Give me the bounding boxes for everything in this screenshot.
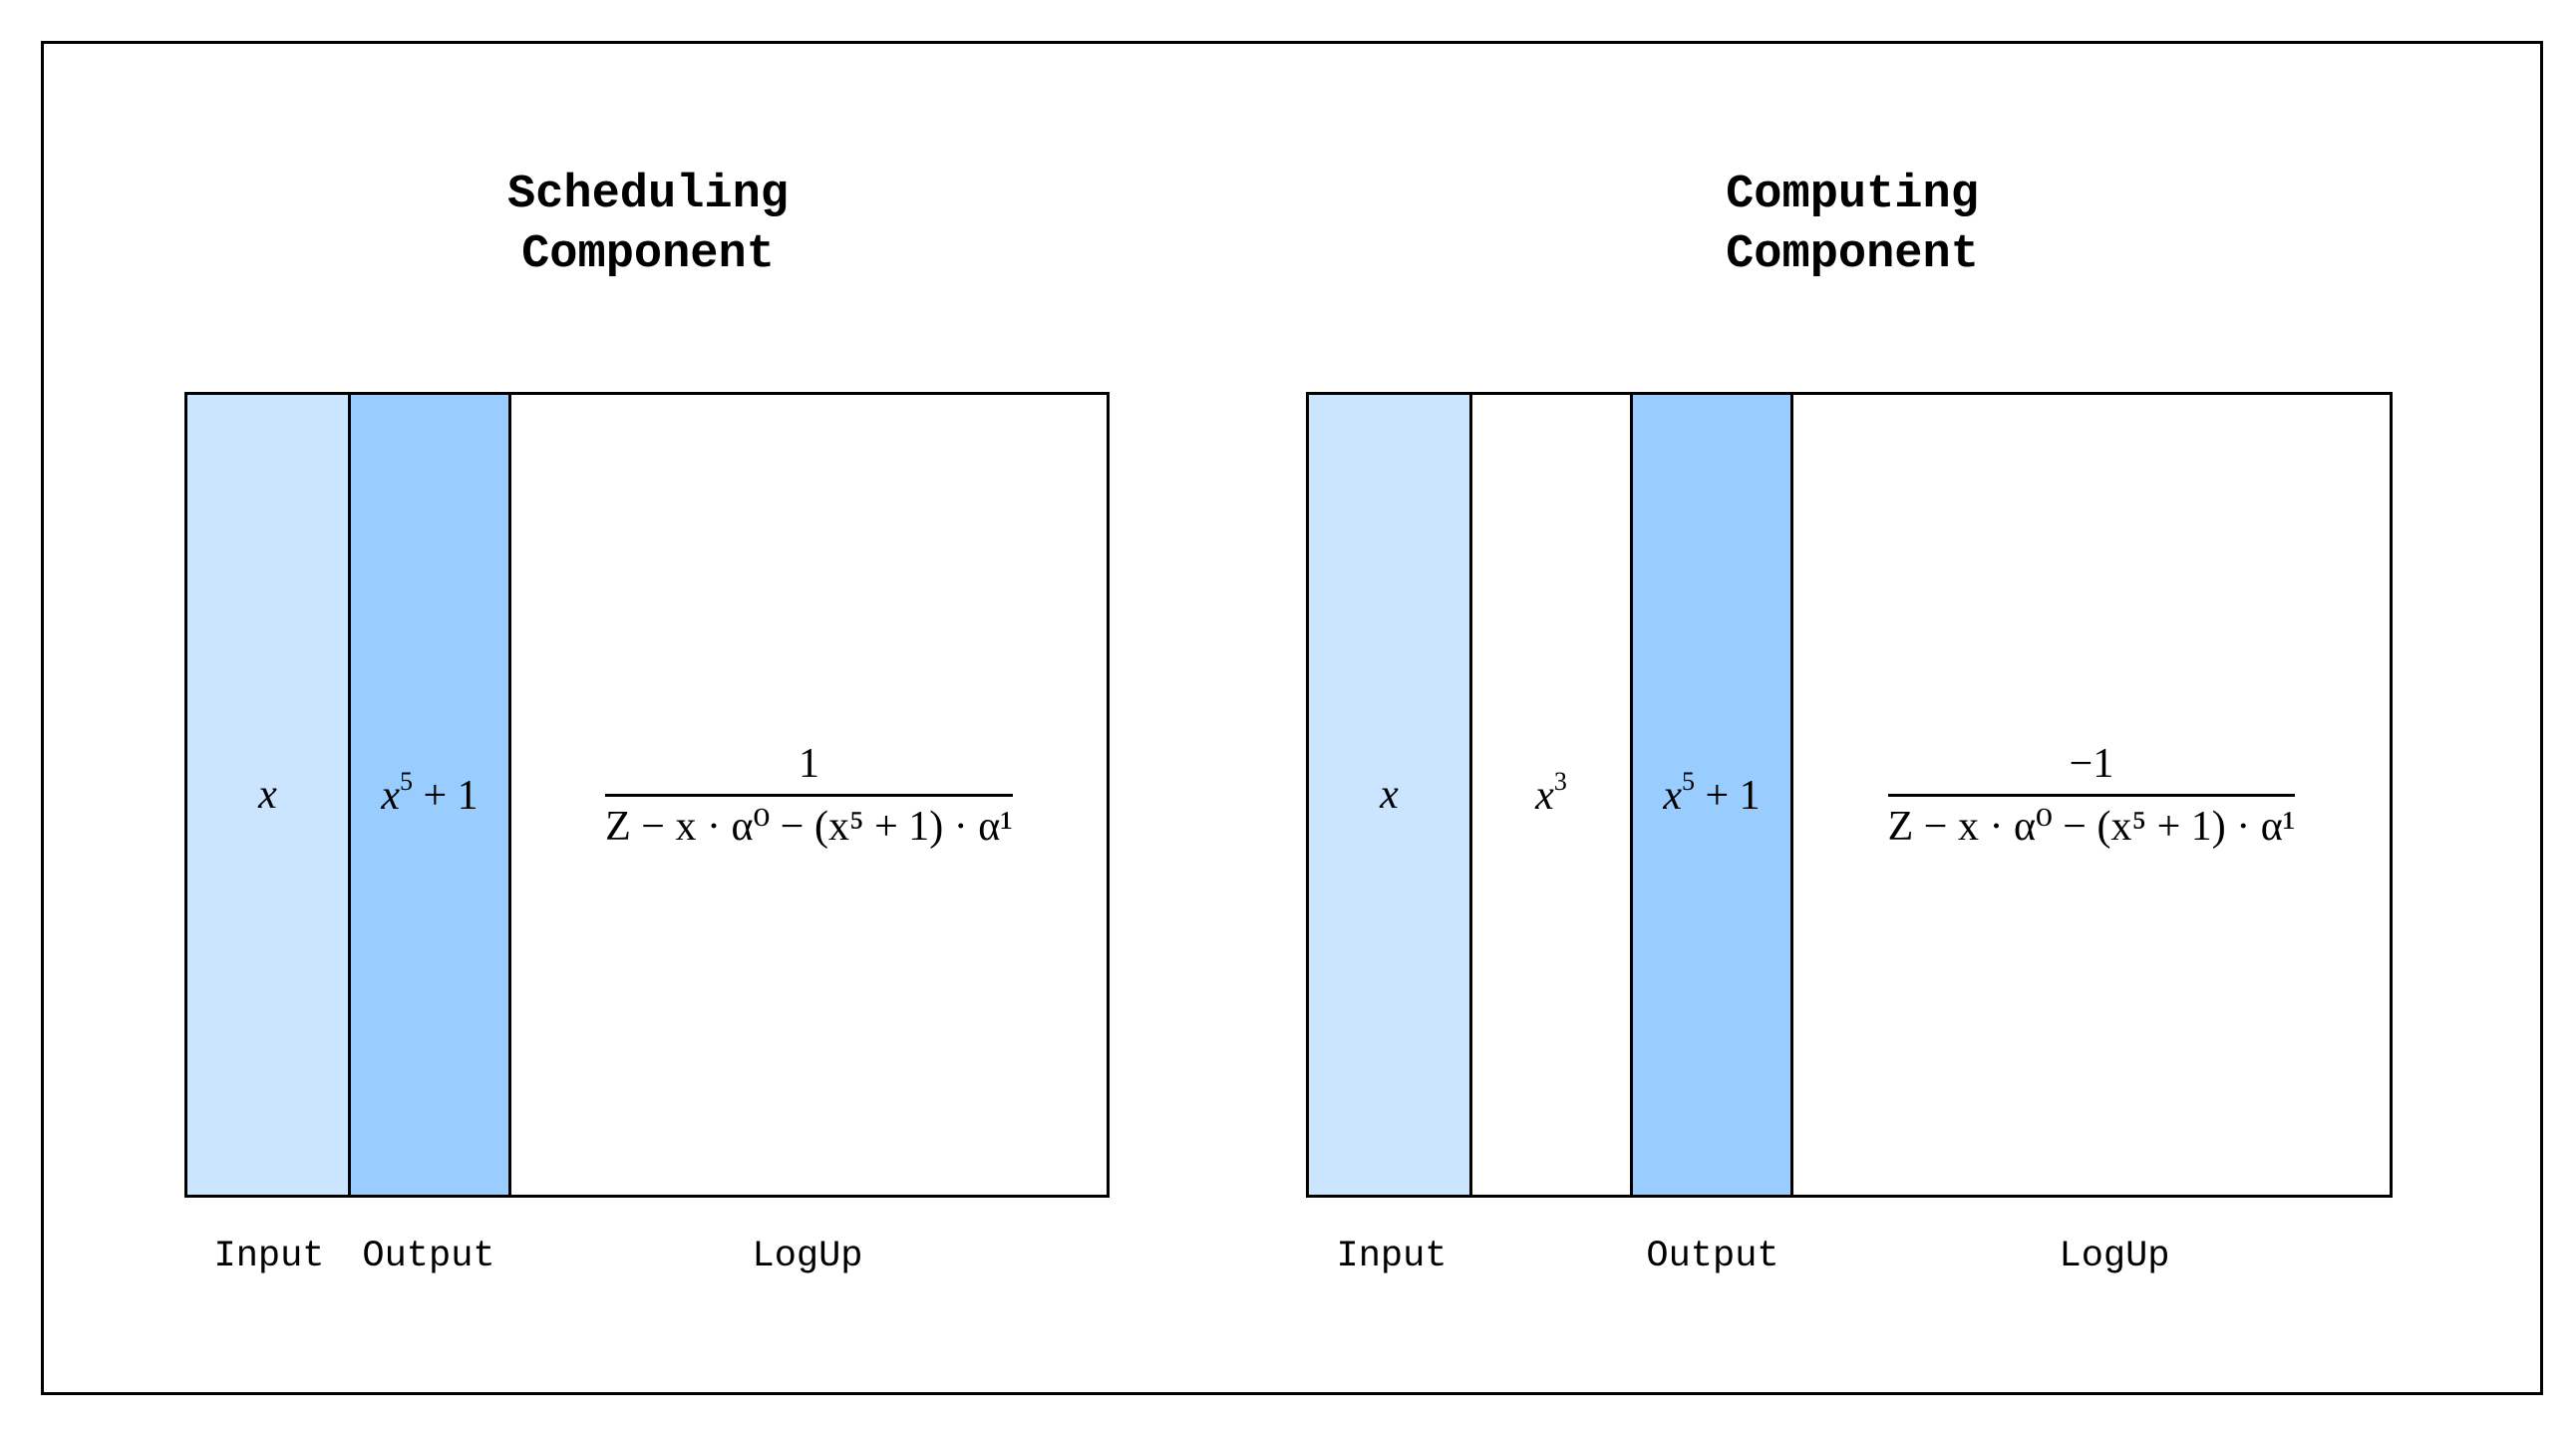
scheduling-output-label: Output bbox=[362, 1236, 495, 1277]
computing-trace-table: x x3 x5 + 1 −1 Z − x · α⁰ − (x⁵ + 1) · α… bbox=[1306, 392, 2393, 1198]
scheduling-logup-column: 1 Z − x · α⁰ − (x⁵ + 1) · α¹ bbox=[508, 395, 1107, 1195]
computing-intermediate-column: x3 bbox=[1469, 395, 1630, 1195]
diagram-frame bbox=[41, 41, 2543, 1395]
scheduling-trace-table: x x5 + 1 1 Z − x · α⁰ − (x⁵ + 1) · α¹ bbox=[184, 392, 1110, 1198]
scheduling-logup-numerator: 1 bbox=[799, 740, 819, 787]
scheduling-input-column: x bbox=[187, 395, 348, 1195]
computing-intermediate-cell: x3 bbox=[1535, 766, 1567, 819]
computing-title-line2: Component bbox=[1726, 228, 1979, 281]
scheduling-input-label: Input bbox=[213, 1236, 325, 1277]
computing-output-label: Output bbox=[1646, 1236, 1779, 1277]
scheduling-logup-denominator: Z − x · α⁰ − (x⁵ + 1) · α¹ bbox=[605, 793, 1013, 851]
computing-logup-denominator: Z − x · α⁰ − (x⁵ + 1) · α¹ bbox=[1887, 793, 2296, 851]
scheduling-output-column: x5 + 1 bbox=[348, 395, 508, 1195]
computing-logup-label: LogUp bbox=[2059, 1236, 2170, 1277]
scheduling-title-line1: Scheduling bbox=[506, 169, 790, 221]
computing-output-column: x5 + 1 bbox=[1630, 395, 1790, 1195]
computing-logup-numerator: −1 bbox=[2069, 740, 2114, 787]
scheduling-title-line2: Component bbox=[521, 228, 775, 281]
computing-input-column: x bbox=[1309, 395, 1469, 1195]
computing-title-line1: Computing bbox=[1726, 169, 1979, 221]
computing-input-label: Input bbox=[1336, 1236, 1448, 1277]
computing-title: Computing Component bbox=[1653, 166, 2052, 285]
computing-logup-fraction: −1 Z − x · α⁰ − (x⁵ + 1) · α¹ bbox=[1887, 740, 2296, 851]
scheduling-input-cell: x bbox=[258, 772, 277, 818]
scheduling-output-cell: x5 + 1 bbox=[381, 766, 479, 819]
computing-input-cell: x bbox=[1380, 772, 1399, 818]
scheduling-logup-fraction: 1 Z − x · α⁰ − (x⁵ + 1) · α¹ bbox=[605, 740, 1013, 851]
computing-output-cell: x5 + 1 bbox=[1663, 766, 1761, 819]
scheduling-title: Scheduling Component bbox=[449, 166, 847, 285]
scheduling-logup-label: LogUp bbox=[752, 1236, 863, 1277]
computing-logup-column: −1 Z − x · α⁰ − (x⁵ + 1) · α¹ bbox=[1790, 395, 2390, 1195]
